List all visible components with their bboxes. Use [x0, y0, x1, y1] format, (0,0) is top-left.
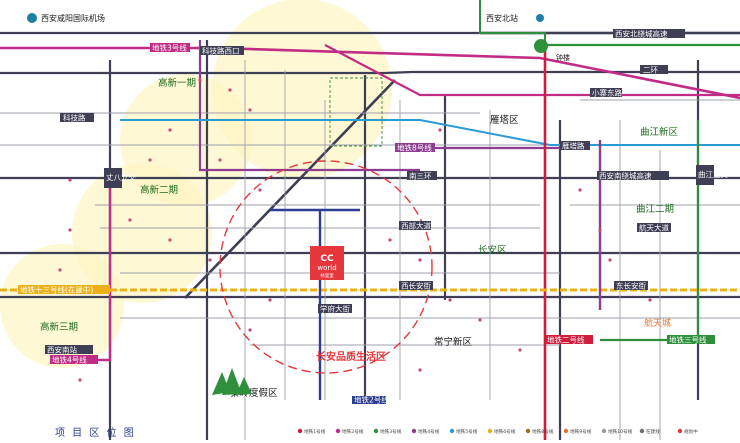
road-label: 航天大道: [639, 223, 669, 233]
legend: 地铁1号线 地铁2号线 地铁3号线 地铁4号线 地铁5号线 地铁6号线 地铁8号线 地铁9号线…: [297, 428, 698, 435]
airport-label: 西安咸阳国际机场: [41, 13, 105, 23]
legend-label: 地铁4号线: [418, 428, 440, 435]
legend-swatch: [487, 428, 493, 434]
mountain-icon: [212, 368, 252, 395]
district-label: 高新二期: [140, 184, 178, 196]
road-label: 西安南绕城高速: [599, 171, 652, 181]
road-label: 地铁三号线: [669, 335, 707, 345]
legend-swatch: [525, 428, 531, 434]
road-label: 地铁二号线: [547, 335, 585, 345]
road-label: 地铁2号线: [354, 395, 389, 405]
road-label: 科技路: [63, 113, 86, 123]
legend-label: 地铁8号线: [532, 428, 554, 435]
legend-swatch: [677, 428, 683, 434]
road-label: 地铁十三号线(在建中): [20, 285, 93, 295]
area-highlight: [212, 0, 392, 179]
legend-label: 地铁1号线: [304, 428, 326, 435]
legend-label: 在建线: [646, 428, 660, 435]
legend-label: 规划中: [684, 428, 698, 435]
area-highlight: [0, 244, 124, 368]
legend-swatch: [335, 428, 341, 434]
district-label: 航天城: [644, 317, 671, 329]
road-labels: 西安北绕城高速 西安南绕城高速 南三环 小寨东路 二环 地铁3号线 科技路西口 …: [18, 29, 728, 405]
legend-swatch: [449, 428, 455, 434]
district-label: 高新三期: [40, 321, 78, 333]
road-label: 曲江立交: [698, 169, 728, 179]
legend-label: 地铁10号线: [608, 428, 633, 435]
legend-label: 地铁6号线: [494, 428, 516, 435]
highlight-rectangle: [329, 77, 383, 147]
district-labels: 高新一期 高新二期 高新三期 雁塔区 曲江新区 曲江二期 长安区 常宁新区 秦岭…: [40, 77, 679, 399]
project-radius-circle: [219, 160, 433, 374]
project-logo: CC: [320, 254, 334, 264]
district-label: 常宁新区: [434, 336, 473, 348]
project-logo-text: world: [317, 264, 336, 272]
bell-tower-icon: [534, 39, 548, 53]
road-label: 东长安街: [616, 281, 646, 291]
legend-swatch: [411, 428, 417, 434]
legend-swatch: [639, 428, 645, 434]
legend-label: 地铁2号线: [342, 428, 364, 435]
road-label: 二环: [643, 66, 658, 75]
road-label: 科技路西口: [202, 46, 240, 56]
road-label: 地铁8号线: [397, 143, 432, 153]
district-label: 长安品质生活区: [316, 350, 386, 363]
road-label: 西安北绕城高速: [615, 29, 668, 39]
airport-icon: [27, 13, 37, 23]
road-label: 小寨东路: [592, 88, 622, 98]
road-label: 南三环: [409, 171, 432, 181]
road-label: 丈八立交: [106, 172, 136, 182]
legend-swatch: [297, 428, 303, 434]
legend-label: 地铁9号线: [570, 428, 592, 435]
district-label: 曲江二期: [636, 204, 674, 215]
map-caption: 项 目 区 位 图: [55, 426, 136, 439]
road-label: 雁塔路: [562, 141, 585, 151]
metro-line-top: [479, 0, 546, 45]
north-station-label: 西安北站: [486, 13, 518, 23]
legend-swatch: [601, 428, 607, 434]
legend-swatch: [563, 428, 569, 434]
road-label: 西长安街: [401, 281, 431, 291]
poi-markers: [58, 78, 652, 382]
district-label: 长安区: [478, 244, 507, 256]
district-label: 高新一期: [158, 77, 196, 89]
project-name: 林里里: [320, 272, 334, 279]
road-label: 学府大街: [320, 304, 350, 314]
legend-swatch: [373, 428, 379, 434]
legend-label: 地铁3号线: [380, 428, 402, 435]
legend-label: 地铁5号线: [456, 428, 478, 435]
road-label: 地铁3号线: [152, 43, 187, 53]
bell-tower-label: 钟楼: [556, 53, 570, 62]
road-label: 西安南站: [47, 345, 77, 355]
station-icon: [536, 14, 544, 22]
district-label: 雁塔区: [490, 114, 519, 126]
district-label: 曲江新区: [640, 126, 679, 138]
project-marker: [310, 246, 344, 280]
road-label: 地铁4号线: [52, 355, 87, 365]
road-label: 西部大道: [401, 221, 431, 231]
